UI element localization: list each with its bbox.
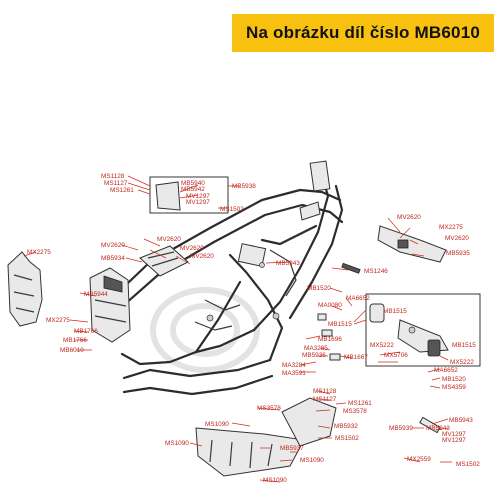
pivot-callout-box [365, 293, 481, 367]
part-label: MB1696 [318, 336, 342, 343]
banner-title: Na obrázku díl číslo MB6010 [245, 23, 481, 42]
part-label: MS1127 [313, 396, 337, 403]
part-label: MV2620 [157, 236, 181, 243]
part-label: MV1297 [442, 437, 466, 444]
battery-tray [139, 245, 189, 277]
leader-lines [23, 175, 452, 483]
bracket-callout-box [149, 176, 229, 214]
part-label: MA6652 [434, 367, 458, 374]
part-label: MV2620 [180, 245, 204, 252]
part-label: MS3578 [343, 408, 367, 415]
part-label: MB5935 [446, 250, 470, 257]
part-label: MS1127 [104, 180, 128, 187]
part-label: MB5944 [84, 291, 108, 298]
front-bracket [7, 251, 43, 327]
part-label: MB1520 [307, 285, 331, 292]
part-label: MV1297 [186, 199, 210, 206]
part-label: MV2620 [101, 242, 125, 249]
part-label: MV1297 [442, 431, 466, 438]
part-label: MB5932 [334, 423, 358, 430]
swing-arm-pivot [369, 303, 449, 357]
part-label: MV1297 [186, 193, 210, 200]
part-label: MA3591 [282, 370, 306, 377]
part-label: MS1090 [300, 457, 324, 464]
part-label: MV2620 [445, 235, 469, 242]
part-label: MS1246 [364, 268, 388, 275]
part-labels: MS1128 MS1127 MS1261 MB5940 MB5942 MV129… [27, 173, 480, 484]
part-label: MB5937 [280, 445, 304, 452]
main-frame [108, 160, 344, 396]
part-label: MS1502 [456, 461, 480, 468]
part-label: MB1766 [74, 328, 98, 335]
part-label: MB1766 [63, 337, 87, 344]
part-label: MV2620 [397, 214, 421, 221]
part-label: MB5942 [181, 186, 205, 193]
part-label: MS1128 [101, 173, 125, 180]
part-label: MB6010 [60, 347, 84, 354]
watermark [150, 287, 260, 373]
rear-spacers [317, 262, 441, 434]
part-label: MB5936 [302, 352, 326, 359]
part-label: MB1520 [442, 376, 466, 383]
skid-plate [195, 427, 305, 477]
part-label: MS1261 [348, 400, 372, 407]
part-label: MS1261 [110, 187, 134, 194]
part-label: MA6652 [346, 295, 370, 302]
part-label: MA0080 [318, 302, 342, 309]
part-label: MS1090 [263, 477, 287, 484]
side-cover [281, 397, 337, 447]
part-label: MB5943 [276, 260, 300, 267]
top-bracket [155, 181, 181, 211]
part-label: MX2275 [439, 224, 463, 231]
part-label: MB1515 [452, 342, 476, 349]
part-label: MS1128 [313, 388, 337, 395]
part-label: MB5943 [449, 417, 473, 424]
engine-hanger [377, 225, 447, 263]
part-label: MB5939 [389, 425, 413, 432]
part-label: MS3578 [257, 405, 281, 412]
part-number-banner: Na obrázku díl číslo MB6010 [232, 14, 494, 52]
part-label: MS4359 [442, 384, 466, 391]
part-label: MA3285 [304, 345, 328, 352]
part-label: MS1502 [335, 435, 359, 442]
part-label: MA3284 [282, 362, 306, 369]
part-label: MX2275 [46, 317, 70, 324]
part-label: MB5940 [181, 180, 205, 187]
part-label: MB5934 [101, 255, 125, 262]
part-label: MX5706 [384, 352, 408, 359]
part-label: MB5938 [232, 183, 256, 190]
part-label: MV2620 [190, 253, 214, 260]
part-label: MB5943 [426, 425, 450, 432]
part-label: MX2275 [27, 249, 51, 256]
part-label: MS1090 [165, 440, 189, 447]
floor-bracket [89, 267, 131, 343]
part-label: MB1515 [328, 321, 352, 328]
part-label: MX5222 [370, 342, 394, 349]
part-label: MX2559 [407, 456, 431, 463]
part-label: MB1515 [383, 308, 407, 315]
part-label: MB1667 [344, 354, 368, 361]
part-label: MS1090 [205, 421, 229, 428]
part-label: MS1502 [220, 206, 244, 213]
part-label: MX5222 [450, 359, 474, 366]
